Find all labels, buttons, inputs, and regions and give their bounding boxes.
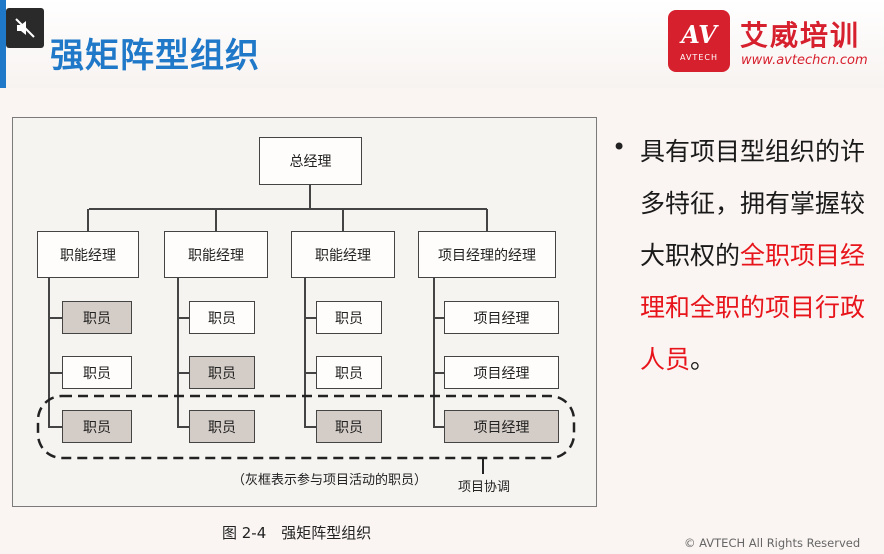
bullet-text-plain: 具有项目型组织的许多特征，拥有掌握较大职权的 bbox=[640, 137, 866, 270]
bullet-text-highlight: 全职项目经理和全职的项目行政人员 bbox=[640, 241, 866, 374]
column-spine-4 bbox=[433, 278, 435, 427]
item-connector bbox=[304, 372, 316, 374]
title-accent-bar bbox=[0, 0, 6, 88]
connector-to-column-3 bbox=[342, 209, 344, 232]
org-node-functional-manager: 职能经理 bbox=[164, 231, 268, 278]
column-spine-1 bbox=[48, 278, 50, 427]
org-node-staff: 职员 bbox=[62, 410, 132, 443]
org-node-staff: 职员 bbox=[316, 410, 382, 443]
org-node-staff: 职员 bbox=[189, 410, 255, 443]
coordination-label: 项目协调 bbox=[458, 480, 511, 495]
bullet-text-end: 。 bbox=[690, 345, 716, 374]
copyright-notice: © AVTECH All Rights Reserved bbox=[684, 536, 861, 550]
item-connector bbox=[433, 317, 444, 319]
connector-to-column-2 bbox=[215, 209, 217, 232]
bullet-text: 具有项目型组织的许多特征，拥有掌握较大职权的全职项目经理和全职的项目行政人员。 bbox=[640, 126, 880, 386]
connector-horizontal-bus bbox=[89, 208, 487, 210]
figure-caption: 图 2-4 强矩阵型组织 bbox=[222, 524, 372, 542]
org-node-staff: 职员 bbox=[316, 356, 382, 389]
item-connector bbox=[304, 426, 316, 428]
column-spine-3 bbox=[304, 278, 306, 427]
org-node-functional-manager: 职能经理 bbox=[37, 231, 139, 278]
item-connector bbox=[48, 372, 62, 374]
org-node-project-manager: 项目经理 bbox=[444, 301, 559, 334]
item-connector bbox=[433, 372, 444, 374]
org-node-staff: 职员 bbox=[62, 356, 132, 389]
org-node-pm-manager: 项目经理的经理 bbox=[418, 231, 556, 278]
item-connector bbox=[304, 317, 316, 319]
item-connector bbox=[177, 317, 189, 319]
org-node-staff: 职员 bbox=[62, 301, 132, 334]
connector-to-column-4 bbox=[486, 209, 488, 232]
org-node-staff: 职员 bbox=[316, 301, 382, 334]
column-spine-2 bbox=[177, 278, 179, 427]
logo-mark: AV bbox=[681, 20, 717, 49]
connector-to-column-1 bbox=[87, 209, 89, 232]
bullet-marker: • bbox=[612, 133, 627, 161]
org-node-project-manager: 项目经理 bbox=[444, 410, 559, 443]
speaker-muted-icon bbox=[15, 18, 35, 38]
brand-logo: AV AVTECH bbox=[668, 10, 730, 72]
page-title: 强矩阵型组织 bbox=[50, 36, 260, 76]
item-connector bbox=[48, 426, 62, 428]
item-connector bbox=[177, 372, 189, 374]
item-connector bbox=[177, 426, 189, 428]
item-connector bbox=[433, 426, 444, 428]
brand-name: 艾威培训 bbox=[740, 19, 861, 52]
mute-button[interactable] bbox=[6, 8, 44, 48]
slide-header bbox=[0, 0, 884, 88]
org-node-staff: 职员 bbox=[189, 356, 255, 389]
org-node-general-manager: 总经理 bbox=[259, 137, 362, 185]
brand-url: www.avtechcn.com bbox=[741, 53, 868, 68]
logo-subtext: AVTECH bbox=[680, 53, 718, 62]
legend-note: （灰框表示参与项目活动的职员） bbox=[232, 473, 428, 488]
org-node-staff: 职员 bbox=[189, 301, 255, 334]
connector-root-down bbox=[309, 185, 311, 209]
org-node-project-manager: 项目经理 bbox=[444, 356, 559, 389]
item-connector bbox=[48, 317, 62, 319]
org-node-functional-manager: 职能经理 bbox=[291, 231, 395, 278]
